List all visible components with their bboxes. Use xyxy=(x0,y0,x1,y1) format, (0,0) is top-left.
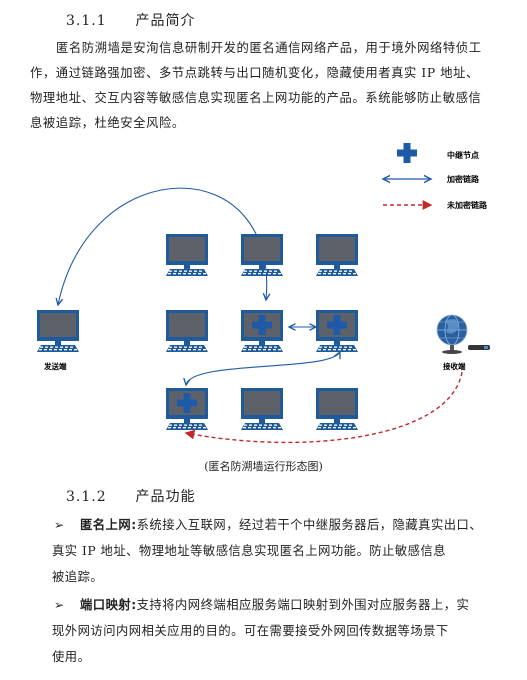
receiver-globe-icon xyxy=(436,314,490,354)
receiver-label: 接收端 xyxy=(443,361,466,371)
paragraph-line: 物理地址、交互内容等敏感信息实现匿名上网功能的产品。系统能够防止敏感信 xyxy=(30,91,482,105)
section-heading-3-1-2: 3.1.2 产品功能 xyxy=(66,486,196,506)
relay-node-legend-icon xyxy=(397,143,417,163)
unencrypted-link xyxy=(184,371,463,444)
feature-bullet: ➢ 端口映射:支持将内网终端相应服务端口映射到外围对应服务器上，实 现外网访问内… xyxy=(30,592,502,670)
sender-computer-icon xyxy=(37,310,79,352)
computer-icon xyxy=(241,234,283,276)
legend-label: 中继节点 xyxy=(447,150,479,160)
legend: 中继节点 加密链路 未加密链路 xyxy=(383,143,488,210)
network-diagram: 中继节点 加密链路 未加密链路 发送端 接收端 xyxy=(37,143,490,444)
feature-line: 真实 IP 地址、物理地址等敏感信息实现匿名上网功能。防止敏感信息 xyxy=(52,544,447,558)
computer-icon xyxy=(166,234,208,276)
feature-term: 端口映射: xyxy=(80,598,137,612)
feature-line: 现外网访问内网相关应用的目的。可在需要接受外网回传数据等场景下 xyxy=(52,624,449,638)
feature-line: 使用。 xyxy=(52,650,91,664)
feature-line: 被追踪。 xyxy=(52,570,104,584)
section-heading-3-1-1: 3.1.1 产品简介 xyxy=(66,10,196,30)
computer-icon xyxy=(316,388,358,430)
feature-term: 匿名上网: xyxy=(80,518,137,532)
encrypted-link xyxy=(186,352,340,385)
section-number: 3.1.2 xyxy=(66,489,107,505)
paragraph-line: 匿名防溯墙是安洵信息研制开发的匿名通信网络产品，用于境外网络特侦工 xyxy=(56,41,482,55)
paragraph-line: 作，通过链路强加密、多节点跳转与出口随机变化，隐藏使用者真实 IP 地址、 xyxy=(30,66,479,80)
section-number: 3.1.1 xyxy=(66,13,107,29)
encrypted-link xyxy=(58,187,267,305)
computer-icon xyxy=(316,234,358,276)
figure-caption: (匿名防溯墙运行形态图) xyxy=(204,460,323,473)
section-title: 产品简介 xyxy=(135,13,196,29)
legend-label: 加密链路 xyxy=(446,174,480,184)
computer-icon xyxy=(166,310,208,352)
legend-label: 未加密链路 xyxy=(446,200,488,210)
computer-icon xyxy=(241,388,283,430)
feature-line: 支持将内网终端相应服务端口映射到外围对应服务器上，实 xyxy=(136,598,470,612)
bullet-arrow-icon: ➢ xyxy=(54,518,65,532)
section-title: 产品功能 xyxy=(135,489,196,505)
paragraph-line: 息被追踪，杜绝安全风险。 xyxy=(30,116,185,130)
feature-line: 系统接入互联网，经过若干个中继服务器后，隐藏真实出口、 xyxy=(136,518,483,532)
feature-bullet: ➢ 匿名上网:系统接入互联网，经过若干个中继服务器后，隐藏真实出口、 真实 IP… xyxy=(30,512,502,590)
bullet-arrow-icon: ➢ xyxy=(54,598,65,612)
intro-paragraph: 匿名防溯墙是安洵信息研制开发的匿名通信网络产品，用于境外网络特侦工 作，通过链路… xyxy=(30,36,500,136)
sender-label: 发送端 xyxy=(43,361,67,371)
